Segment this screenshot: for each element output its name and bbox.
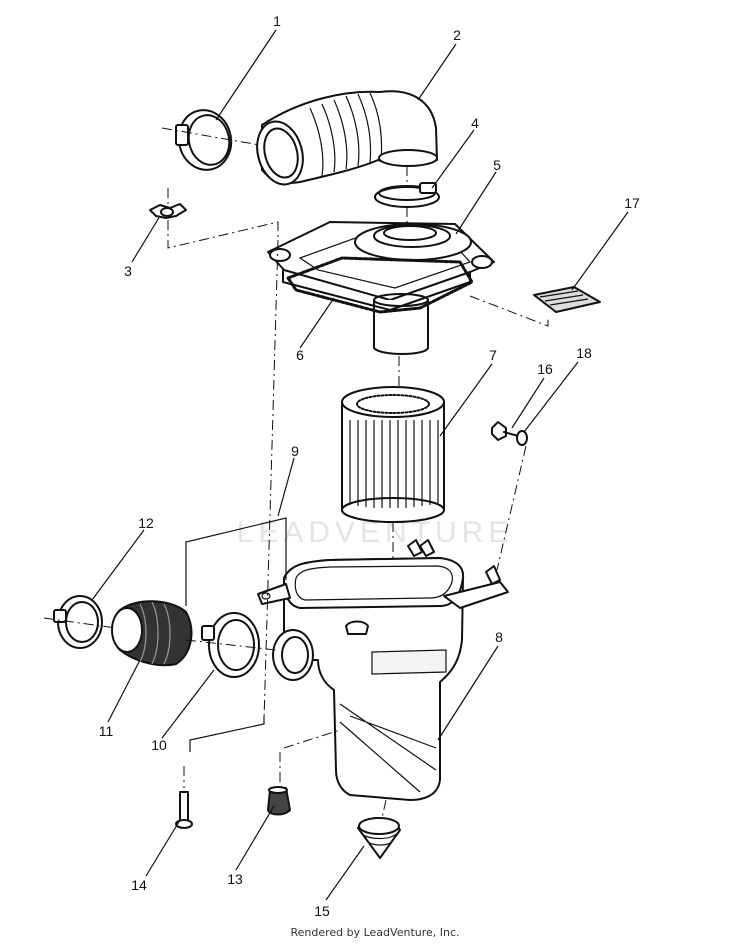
mount-axis-line: [263, 239, 279, 721]
part-10-clamp[interactable]: [185, 612, 277, 678]
part-13-cap[interactable]: [267, 752, 291, 816]
part-2-elbow-hose[interactable]: [250, 90, 438, 189]
part-6-gasket[interactable]: [286, 256, 474, 314]
credit-text: Rendered by LeadVenture, Inc.: [290, 926, 460, 939]
part-1-hose-clamp[interactable]: [161, 105, 301, 175]
part-14-bolt[interactable]: [175, 766, 193, 829]
part-12-clamp[interactable]: [43, 595, 131, 649]
part-7-filter[interactable]: [341, 356, 445, 560]
part-5-cover[interactable]: [267, 221, 495, 355]
callout-10: 10: [151, 737, 167, 753]
callout-5: 5: [493, 157, 501, 173]
part-11-intake-boot[interactable]: [111, 600, 193, 667]
callout-12: 12: [138, 515, 154, 531]
callout-3: 3: [124, 263, 132, 279]
part-9-mount-outline: [185, 517, 287, 606]
callout-1: 1: [273, 13, 281, 29]
callout-9: 9: [291, 443, 299, 459]
part-3-wing-nut[interactable]: [149, 188, 279, 249]
callout-17: 17: [624, 195, 640, 211]
callout-13: 13: [227, 871, 243, 887]
part-18-washer[interactable]: [496, 430, 528, 571]
callout-4: 4: [471, 115, 479, 131]
part-14-guide-line: [189, 716, 265, 752]
part-4-clamp[interactable]: [374, 166, 440, 228]
part-8-housing[interactable]: [257, 539, 509, 801]
callout-15: 15: [314, 903, 330, 919]
callout-18: 18: [576, 345, 592, 361]
callout-6: 6: [296, 347, 304, 363]
callout-2: 2: [453, 27, 461, 43]
leader-lines: [91, 29, 629, 901]
callout-14: 14: [131, 877, 147, 893]
part-16-bolt[interactable]: [491, 421, 519, 441]
callout-8: 8: [495, 629, 503, 645]
part-15-valve[interactable]: [357, 799, 401, 859]
callout-7: 7: [489, 347, 497, 363]
callout-11: 11: [99, 723, 114, 739]
part-17-decal[interactable]: [469, 286, 601, 327]
callout-16: 16: [537, 361, 553, 377]
